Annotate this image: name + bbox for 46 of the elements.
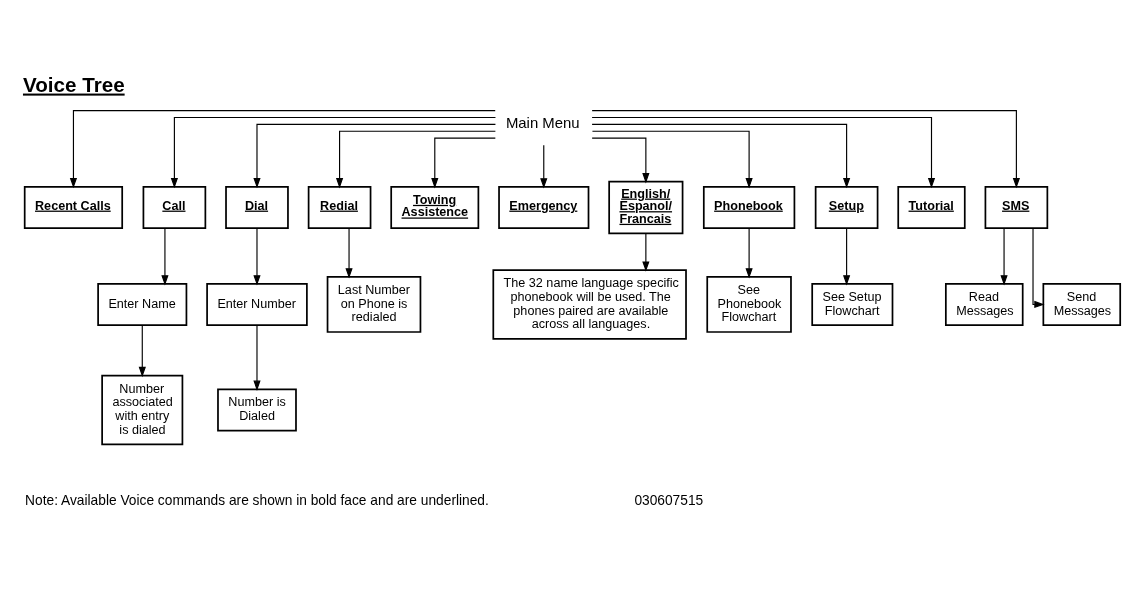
node-box: Read Messages [945, 282, 1024, 326]
arrow [335, 130, 496, 189]
arrow [170, 116, 497, 189]
node-box: Number is Dialed [217, 388, 297, 432]
arrow [253, 324, 261, 391]
arrow [138, 324, 146, 378]
arrow [591, 137, 650, 184]
node-box: English/ Espanol/ Francais [608, 180, 684, 235]
arrow [540, 144, 548, 189]
node-box: Send Messages [1042, 282, 1122, 326]
arrow [745, 228, 753, 279]
node-box: Dial [225, 186, 289, 230]
node-box: Call [142, 186, 207, 230]
arrow [1000, 228, 1008, 286]
node-box: Setup [814, 186, 879, 230]
label: Note: Available Voice commands are shown in bold face and are underlined. [25, 493, 489, 509]
node-box: Emergency [498, 186, 590, 230]
arrow [1032, 228, 1045, 309]
node-box: Last Number on Phone is redialed [326, 276, 422, 333]
node-box: Recent Calls [23, 186, 124, 230]
node-text: Main Menu [505, 115, 580, 132]
arrow [591, 123, 851, 189]
arrow [253, 228, 261, 286]
arrow [69, 110, 496, 189]
node-box: See Phonebook Flowchart [706, 276, 792, 333]
node-box: See Setup Flowchart [811, 282, 894, 326]
node-box: Phonebook [702, 186, 796, 230]
arrow [161, 228, 169, 286]
node-box: Redial [307, 186, 372, 230]
label: 030607515 [634, 493, 704, 509]
arrow [591, 130, 753, 189]
arrow [843, 228, 851, 286]
diagram-title: Voice Tree [22, 72, 125, 96]
node-box: Tutorial [897, 186, 966, 230]
node-box: Number associated with entry is dialed [101, 374, 184, 446]
node-box: Enter Number [206, 282, 308, 326]
arrow [591, 116, 936, 189]
node-box: The 32 name language specific phonebook will be used. The phones paired are available across all languages. [492, 269, 687, 340]
node-box: Enter Name [97, 282, 188, 326]
arrow [431, 137, 496, 189]
arrow [591, 110, 1020, 189]
arrow [253, 123, 496, 189]
arrow [345, 228, 353, 279]
node-box: SMS [984, 186, 1049, 230]
node-box: Towing Assistence [390, 186, 480, 230]
arrow [642, 232, 650, 272]
